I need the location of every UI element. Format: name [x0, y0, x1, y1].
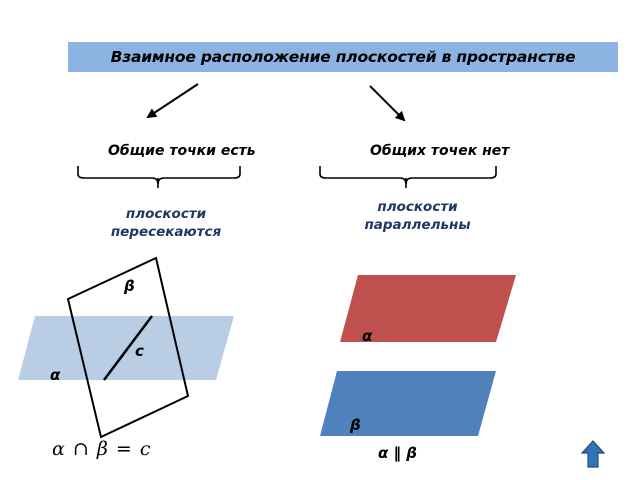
plane-beta-left [66, 256, 190, 439]
label-line-c: c [135, 342, 144, 360]
header-common-points: Общие точки есть [108, 143, 256, 159]
arrow-left [146, 83, 199, 119]
result-parallel: плоскости параллельны [364, 199, 471, 233]
brace-right [319, 166, 497, 185]
intersection-line-c [103, 315, 153, 381]
label-alpha-left: α [50, 366, 61, 384]
brace-left [77, 166, 241, 185]
label-beta-right: β [350, 416, 361, 434]
result-intersect: плоскости пересекаются [110, 206, 222, 240]
up-arrow-button[interactable] [580, 440, 606, 468]
plane-beta-right [320, 371, 496, 436]
page-title: Взаимное расположение плоскостей в прост… [110, 48, 576, 66]
formula-intersection: α ∩ β = c [52, 438, 152, 460]
header-no-common-points: Общих точек нет [370, 143, 510, 159]
formula-parallel: α ‖ β [378, 444, 417, 462]
arrow-right [369, 85, 406, 122]
title-bar: Взаимное расположение плоскостей в прост… [68, 42, 618, 72]
label-beta-left: β [124, 277, 135, 295]
label-alpha-right: α [362, 327, 373, 345]
up-arrow-icon [580, 440, 606, 468]
plane-alpha-right [340, 275, 516, 342]
